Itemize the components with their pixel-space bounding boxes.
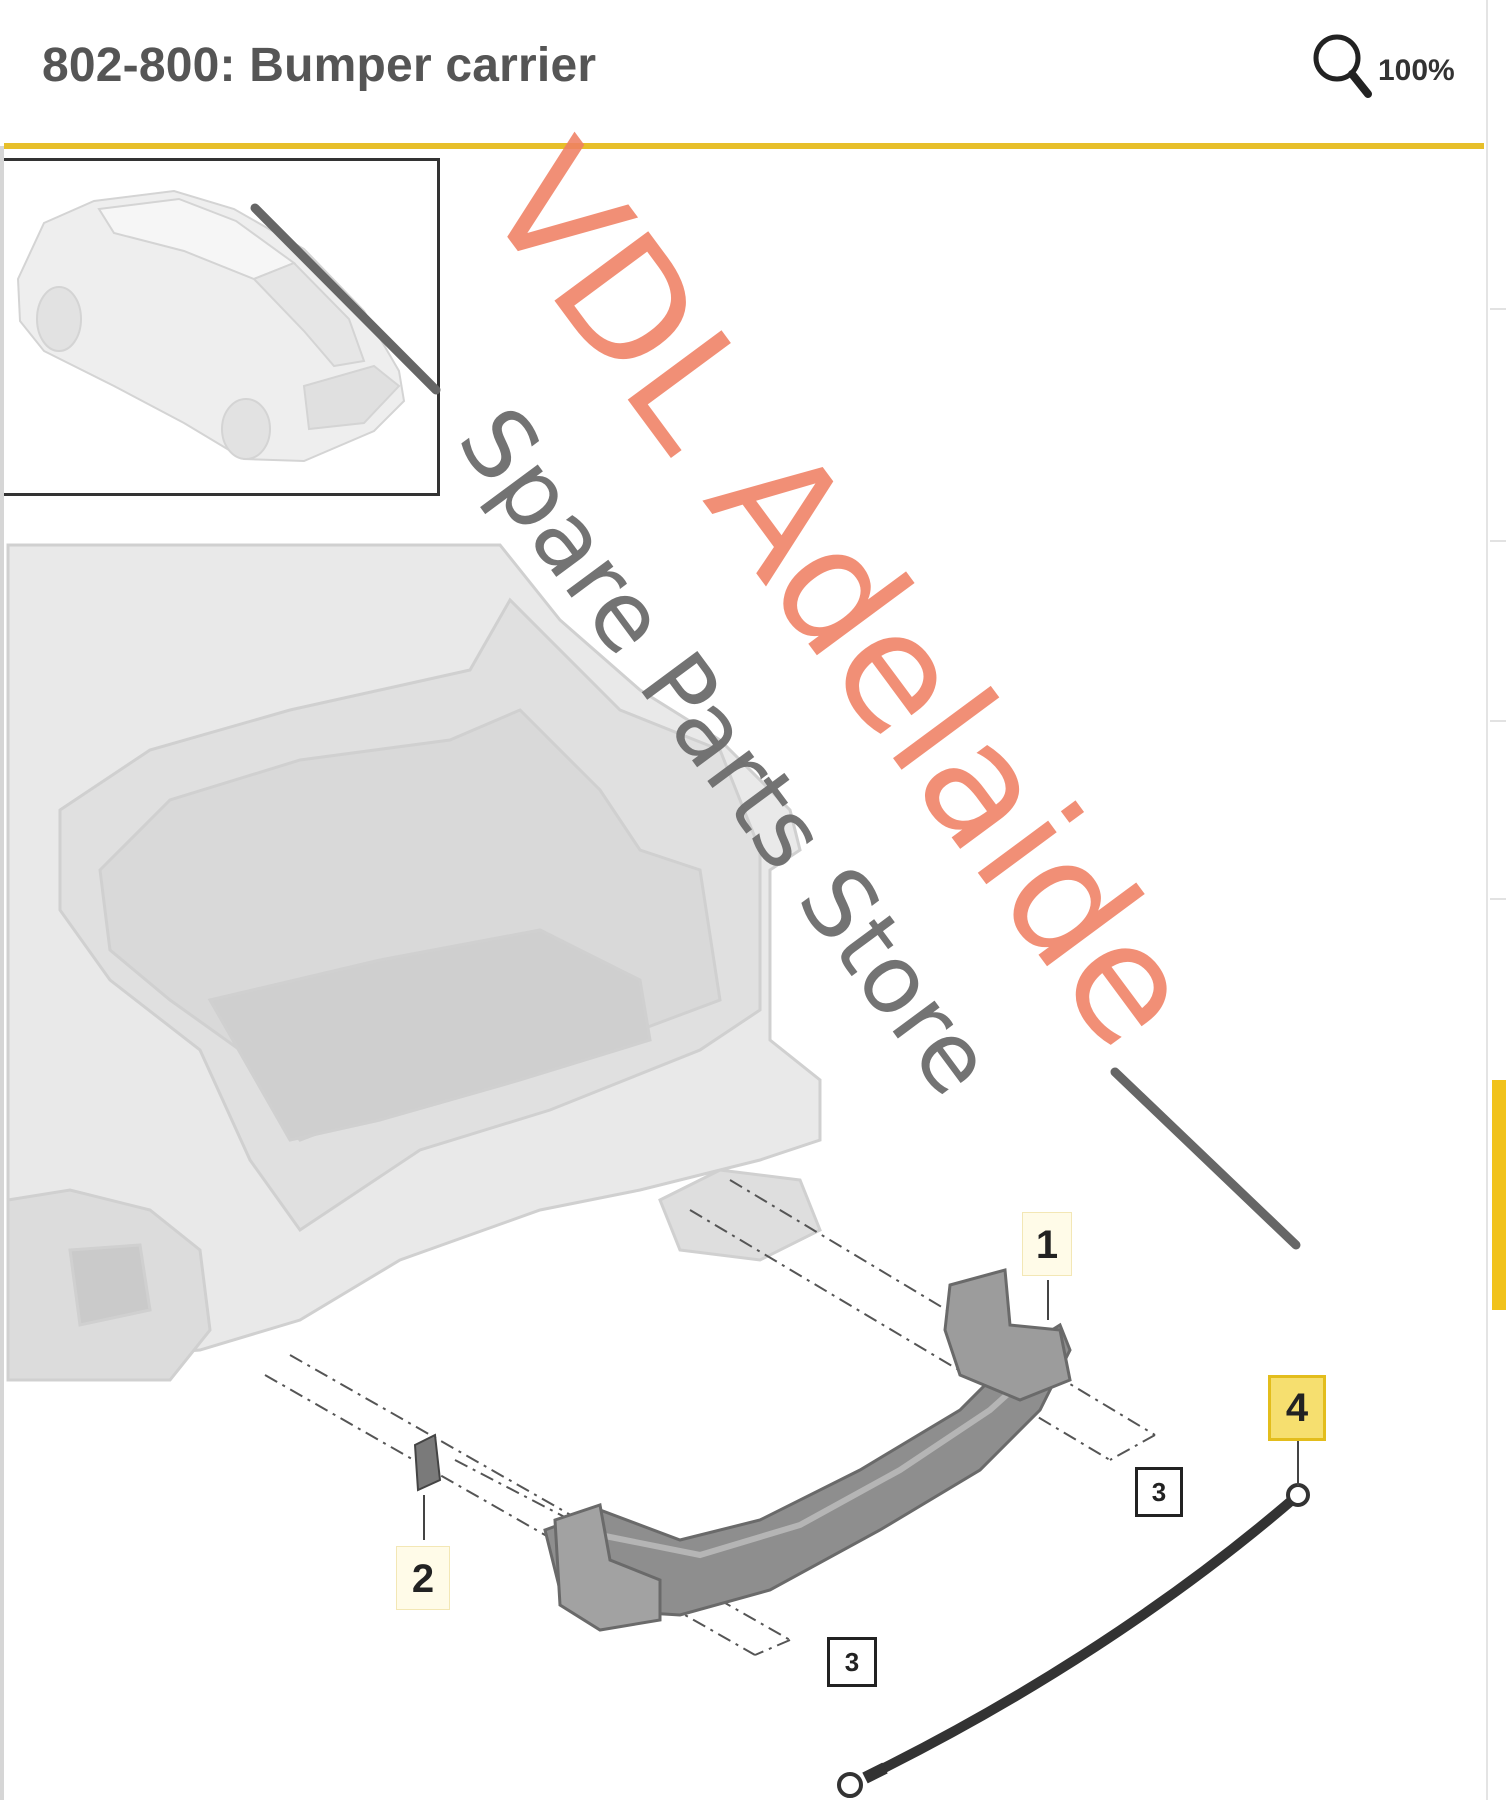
header-accent-line bbox=[4, 143, 1484, 149]
part-4-strap bbox=[837, 1483, 1310, 1798]
callout-3[interactable]: 3 bbox=[1135, 1467, 1183, 1517]
scroll-tick bbox=[1490, 898, 1506, 900]
magnifier-icon[interactable] bbox=[1312, 32, 1374, 102]
zoom-level: 100% bbox=[1378, 54, 1455, 87]
callout-1[interactable]: 1 bbox=[1022, 1212, 1072, 1276]
callout-4-selected[interactable]: 4 bbox=[1268, 1375, 1326, 1441]
header: 802-800: Bumper carrier 100% bbox=[0, 0, 1486, 146]
callout-3[interactable]: 3 bbox=[827, 1637, 877, 1687]
vehicle-rear-body bbox=[6, 543, 822, 1382]
left-frame-border bbox=[0, 0, 4, 1800]
scroll-tick bbox=[1490, 308, 1506, 310]
part-2-cap bbox=[413, 1433, 442, 1492]
parts-diagram bbox=[6, 543, 1310, 1798]
bumper-carrier-beam bbox=[543, 1268, 1072, 1632]
right-frame-border bbox=[1486, 0, 1488, 1800]
scrollbar-thumb[interactable] bbox=[1492, 1080, 1506, 1310]
callout-2[interactable]: 2 bbox=[396, 1546, 450, 1610]
scroll-tick bbox=[1490, 540, 1506, 542]
scroll-tick bbox=[1490, 720, 1506, 722]
zoom-control[interactable]: 100% bbox=[1312, 32, 1482, 102]
page-title: 802-800: Bumper carrier bbox=[42, 39, 597, 92]
